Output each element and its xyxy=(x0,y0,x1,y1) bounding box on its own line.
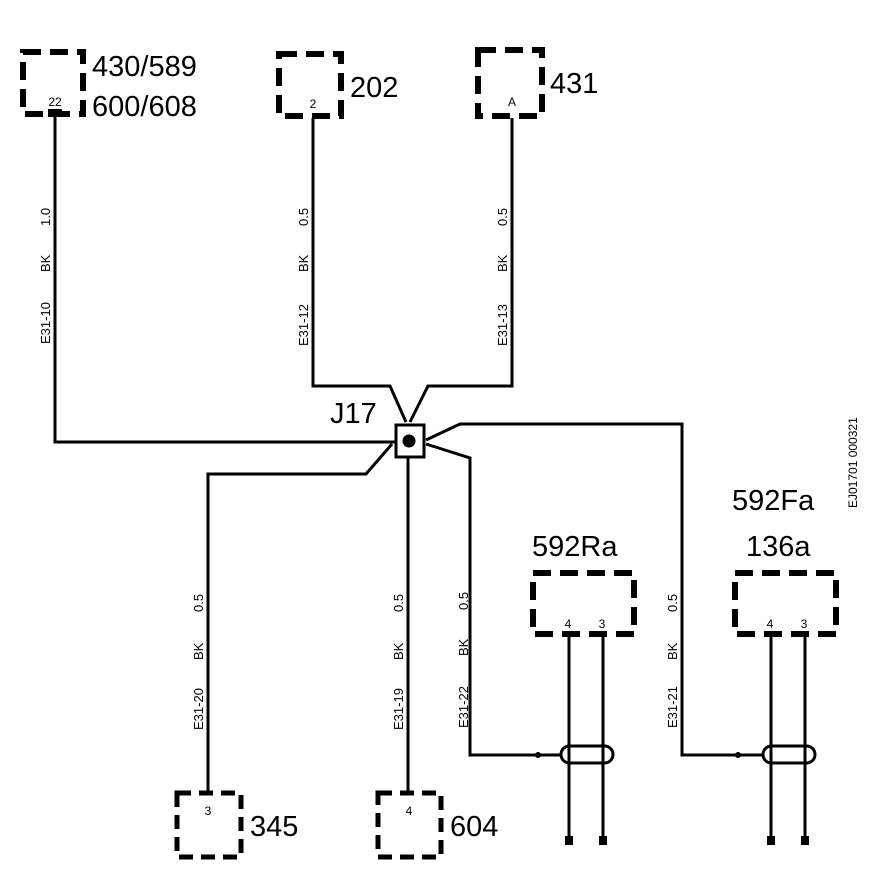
wire-lines xyxy=(53,112,738,792)
wire-e31-10 xyxy=(53,112,396,444)
connector-345-pin: 3 xyxy=(205,804,212,818)
junction-label: J17 xyxy=(330,398,377,430)
connector-345-label: 345 xyxy=(250,811,298,843)
wire-e31-12 xyxy=(311,118,408,423)
wire-size: 0.5 xyxy=(456,592,471,610)
connector-592ra: 592Ra 4 3 xyxy=(530,531,637,845)
wire-id: E31-20 xyxy=(191,688,206,730)
connector-202: 2 202 xyxy=(276,51,398,119)
connector-431-housing xyxy=(475,47,545,119)
junction-j17: J17 xyxy=(330,398,426,459)
wire-color: BK xyxy=(191,642,206,660)
wire-color: BK xyxy=(391,642,406,660)
junction-dot xyxy=(402,434,416,448)
connector-430-pin: 22 xyxy=(48,95,62,109)
connector-592ra-pin-3: 3 xyxy=(599,617,606,631)
wire-id: E31-21 xyxy=(665,686,680,728)
connector-592fa-pin-4: 4 xyxy=(767,617,774,631)
connector-345: 3 345 xyxy=(174,790,298,860)
connector-604-housing xyxy=(375,790,444,860)
connector-592ra-housing xyxy=(530,570,637,637)
figure-reference: EJ01701 000321 xyxy=(846,417,860,508)
connector-202-pin: 2 xyxy=(310,97,317,111)
wire-size: 0.5 xyxy=(191,594,206,612)
wire-label-e31-20: E31-20 BK 0.5 xyxy=(191,594,206,730)
connector-430-label-1: 430/589 xyxy=(92,51,197,83)
wire-e31-20 xyxy=(206,443,394,792)
wire-id: E31-10 xyxy=(38,302,53,344)
connector-592ra-end-3 xyxy=(599,836,607,845)
wire-id: E31-13 xyxy=(495,304,510,346)
connector-604: 4 604 xyxy=(375,790,498,860)
connector-592fa-end-3 xyxy=(801,836,809,845)
wire-e31-22 xyxy=(425,442,538,757)
wire-id: E31-12 xyxy=(296,304,311,346)
wire-size: 1.0 xyxy=(38,208,53,226)
connector-430-label-2: 600/608 xyxy=(92,91,197,123)
connector-592ra-end-4 xyxy=(565,836,573,845)
wire-size: 0.5 xyxy=(665,594,680,612)
wire-color: BK xyxy=(665,642,680,660)
wire-e31-13 xyxy=(408,118,514,423)
connector-592fa-end-4 xyxy=(767,836,775,845)
connector-592fa: 592Fa 136a 4 3 xyxy=(732,485,839,845)
wire-color: BK xyxy=(495,254,510,272)
connector-430-terminal xyxy=(48,109,62,117)
wire-size: 0.5 xyxy=(296,208,311,226)
wire-id: E31-22 xyxy=(456,686,471,728)
connector-431: A 431 xyxy=(475,47,598,119)
connector-202-housing xyxy=(276,51,344,119)
wire-label-e31-12: E31-12 BK 0.5 xyxy=(296,208,311,346)
wire-size: 0.5 xyxy=(391,594,406,612)
wire-color: BK xyxy=(38,254,53,272)
wire-label-e31-22: E31-22 BK 0.5 xyxy=(456,592,471,728)
connector-592ra-pin-4: 4 xyxy=(565,617,572,631)
connector-592ra-label: 592Ra xyxy=(532,531,618,563)
wire-id: E31-19 xyxy=(391,688,406,730)
connector-345-housing xyxy=(174,790,244,860)
connector-592fa-housing xyxy=(732,570,839,637)
connector-604-label: 604 xyxy=(450,811,498,843)
wire-label-e31-10: E31-10 BK 1.0 xyxy=(38,208,53,344)
wire-label-e31-13: E31-13 BK 0.5 xyxy=(495,208,510,346)
connector-604-pin: 4 xyxy=(406,804,413,818)
connector-592fa-label-2: 136a xyxy=(746,531,811,563)
wire-e31-21 xyxy=(425,422,738,757)
connector-431-label: 431 xyxy=(550,68,598,100)
connector-430: 22 430/589 600/608 xyxy=(20,49,197,123)
wire-color: BK xyxy=(456,638,471,656)
connector-592fa-pin-3: 3 xyxy=(801,617,808,631)
wire-color: BK xyxy=(296,254,311,272)
connector-431-pin: A xyxy=(508,95,516,109)
wire-label-e31-21: E31-21 BK 0.5 xyxy=(665,594,680,728)
connector-592fa-label-1: 592Fa xyxy=(732,485,815,517)
wire-label-e31-19: E31-19 BK 0.5 xyxy=(391,594,406,730)
connector-202-label: 202 xyxy=(350,72,398,104)
wire-size: 0.5 xyxy=(495,208,510,226)
